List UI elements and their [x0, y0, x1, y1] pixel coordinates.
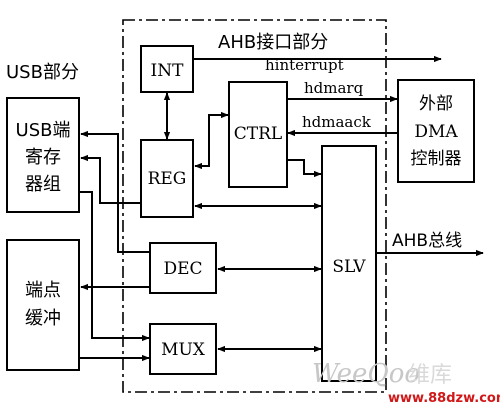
watermark-brand-cn: 维库: [408, 363, 452, 388]
usb-register-group-label-3: 器组: [25, 174, 61, 195]
slv-label: SLV: [332, 257, 366, 277]
reg-usb-register-arrow: [80, 154, 140, 204]
reg-ctrl-arrow: [194, 111, 229, 170]
slv-box: SLV: [321, 145, 377, 382]
dma-label-3: 控制器: [411, 149, 462, 169]
usb-register-mux-arrow: [79, 191, 150, 342]
ahb-interface-boundary: [122, 19, 387, 393]
watermark-url: www.88dzw.com: [388, 391, 500, 406]
hdmarq-label: hdmarq: [304, 79, 364, 97]
dec-box: DEC: [149, 242, 217, 294]
ahb-bus-label: AHB总线: [392, 231, 462, 251]
mux-label: MUX: [161, 340, 206, 360]
endpoint-buffer-label-1: 端点: [25, 280, 61, 301]
dec-usb-register-arrow: [80, 130, 150, 253]
usb-register-group-box: USB端 寄存 器组: [6, 97, 80, 213]
ahb-interface-label: AHB接口部分: [218, 32, 328, 53]
mux-box: MUX: [149, 323, 217, 375]
usb-register-group-label-1: USB端: [16, 120, 71, 141]
hdmaack-label: hdmaack: [302, 113, 372, 131]
usb-section-label: USB部分: [6, 62, 79, 83]
watermark: WeeQoo 维库 www.88dzw.com: [312, 359, 500, 406]
watermark-brand: WeeQoo: [312, 359, 420, 389]
dma-label-2: DMA: [414, 122, 458, 142]
reg-box: REG: [140, 139, 194, 218]
endpoint-buffer-box: 端点 缓冲: [6, 239, 80, 371]
ctrl-box: CTRL: [228, 81, 288, 188]
int-box: INT: [140, 45, 194, 93]
ctrl-label: CTRL: [234, 124, 282, 144]
external-dma-controller-box: 外部 DMA 控制器: [397, 79, 475, 183]
hinterrupt-label: hinterrupt: [265, 56, 344, 74]
reg-label: REG: [148, 169, 187, 189]
endpoint-buffer-label-2: 缓冲: [25, 308, 61, 329]
usb-register-group-label-2: 寄存: [25, 147, 61, 168]
dec-label: DEC: [163, 259, 202, 279]
ctrl-slv-arrow: [287, 159, 322, 178]
dma-label-1: 外部: [419, 94, 453, 114]
int-label: INT: [151, 61, 185, 81]
